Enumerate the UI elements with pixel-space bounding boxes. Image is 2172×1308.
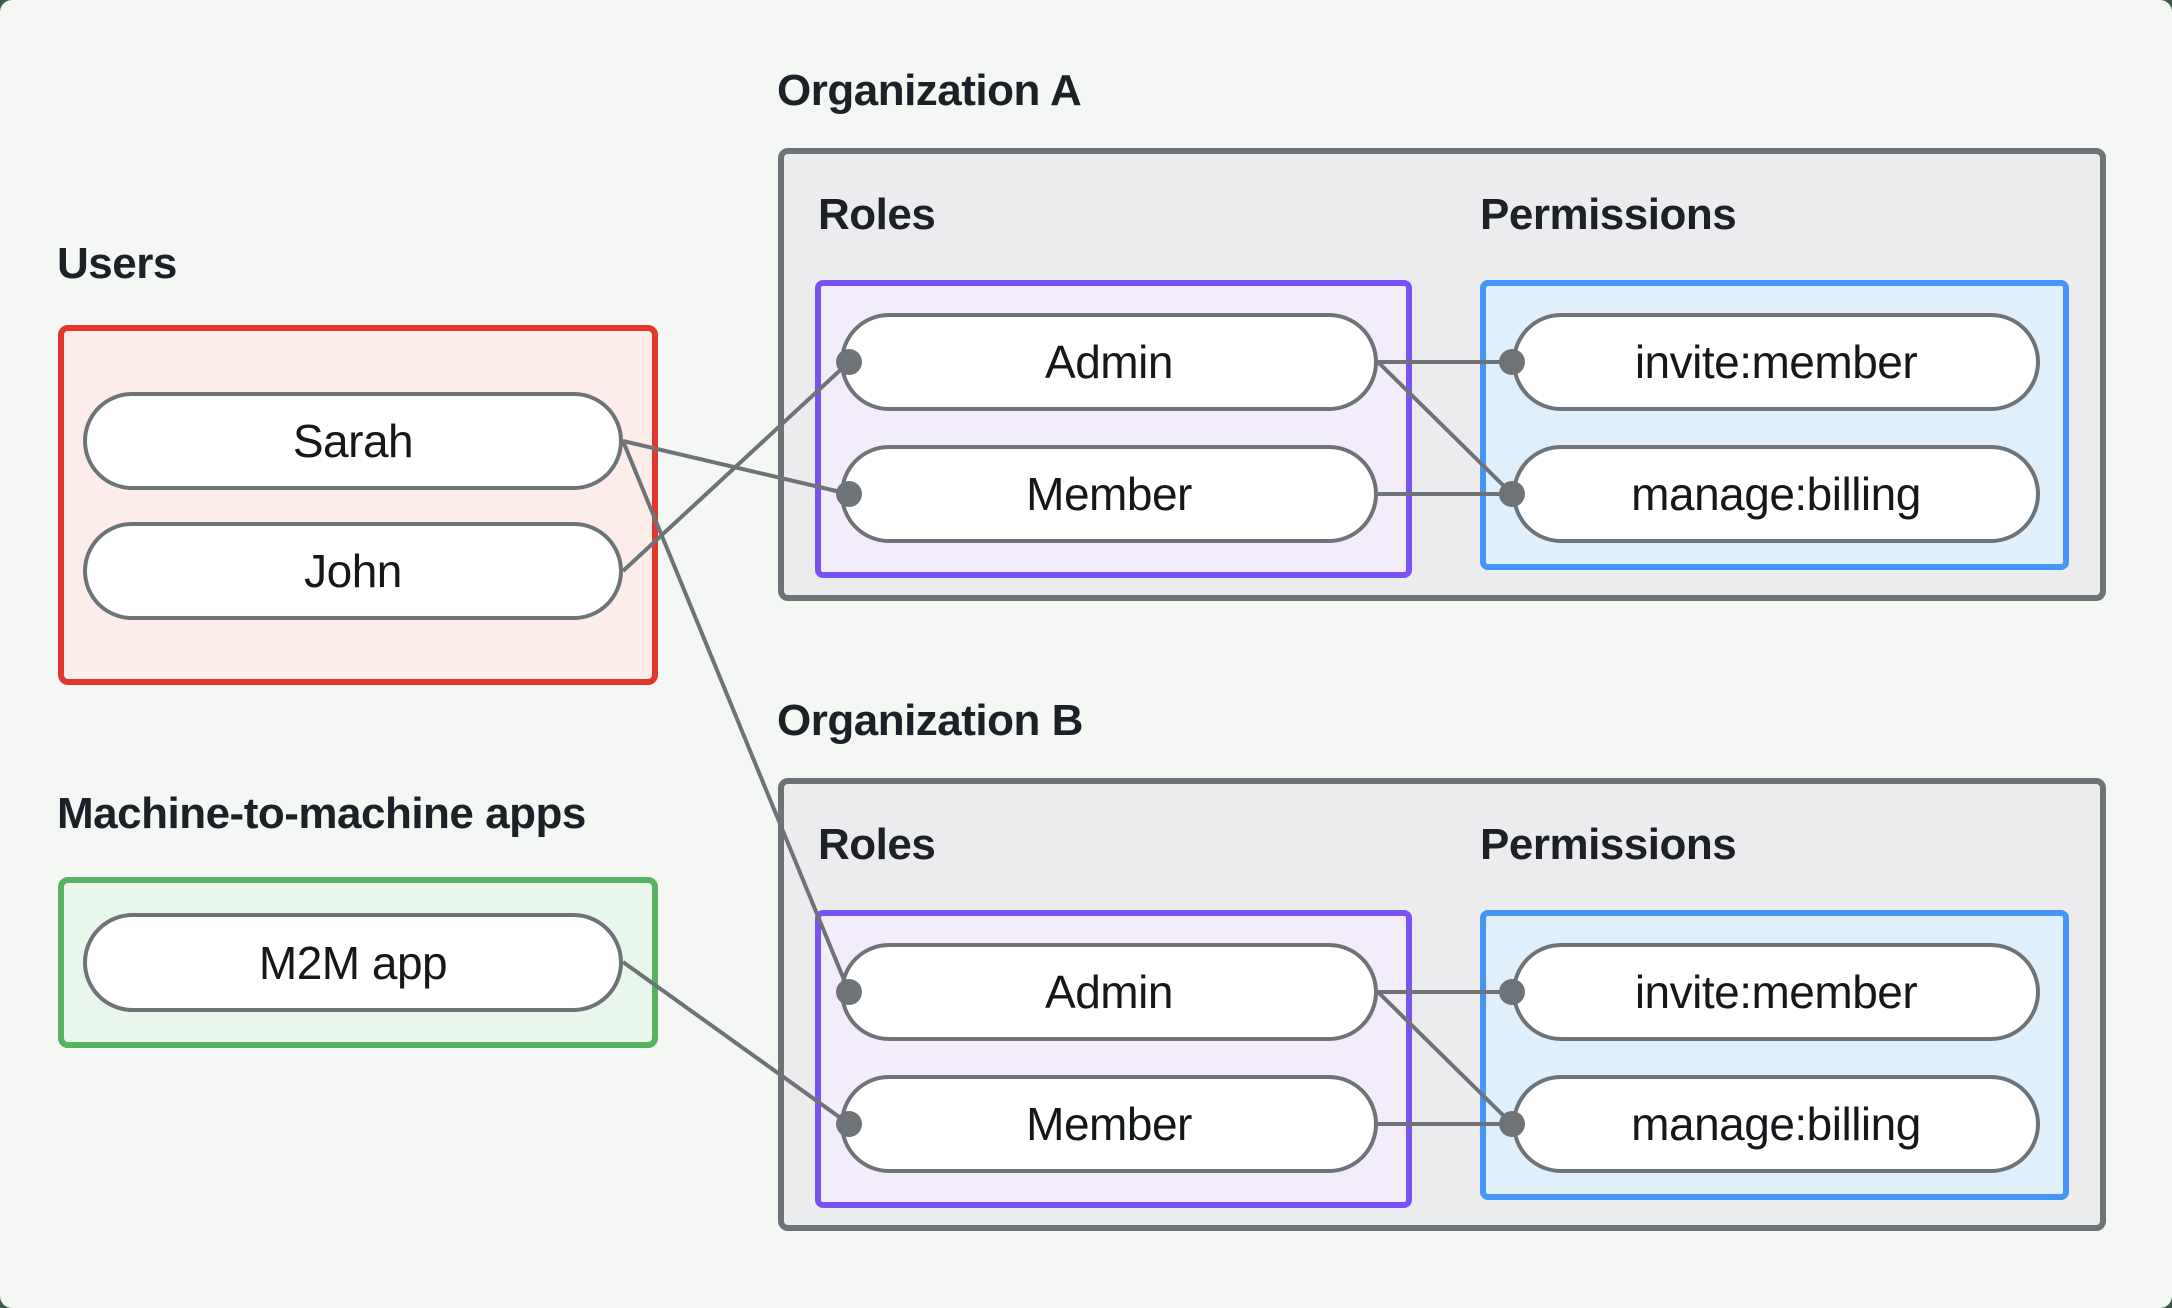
node-user-john: John: [83, 522, 623, 620]
node-org-a-role-admin: Admin: [840, 313, 1378, 411]
org-a-roles-label: Roles: [818, 190, 936, 239]
node-org-a-role-member: Member: [840, 445, 1378, 543]
node-org-a-permission-invite-member: invite:member: [1512, 313, 2040, 411]
org-b-title: Organization B: [777, 696, 1083, 745]
node-org-b-role-admin: Admin: [840, 943, 1378, 1041]
org-a-permissions-label: Permissions: [1480, 190, 1737, 239]
users-group-label: Users: [57, 239, 177, 288]
node-m2m-app: M2M app: [83, 913, 623, 1012]
node-org-b-role-member: Member: [840, 1075, 1378, 1173]
node-user-sarah: Sarah: [83, 392, 623, 490]
org-b-roles-label: Roles: [818, 820, 936, 869]
m2m-group-label: Machine-to-machine apps: [57, 789, 586, 838]
users-group-box: [58, 325, 658, 685]
node-org-b-permission-manage-billing: manage:billing: [1512, 1075, 2040, 1173]
org-b-permissions-label: Permissions: [1480, 820, 1737, 869]
org-a-title: Organization A: [777, 66, 1082, 115]
node-org-a-permission-manage-billing: manage:billing: [1512, 445, 2040, 543]
node-org-b-permission-invite-member: invite:member: [1512, 943, 2040, 1041]
